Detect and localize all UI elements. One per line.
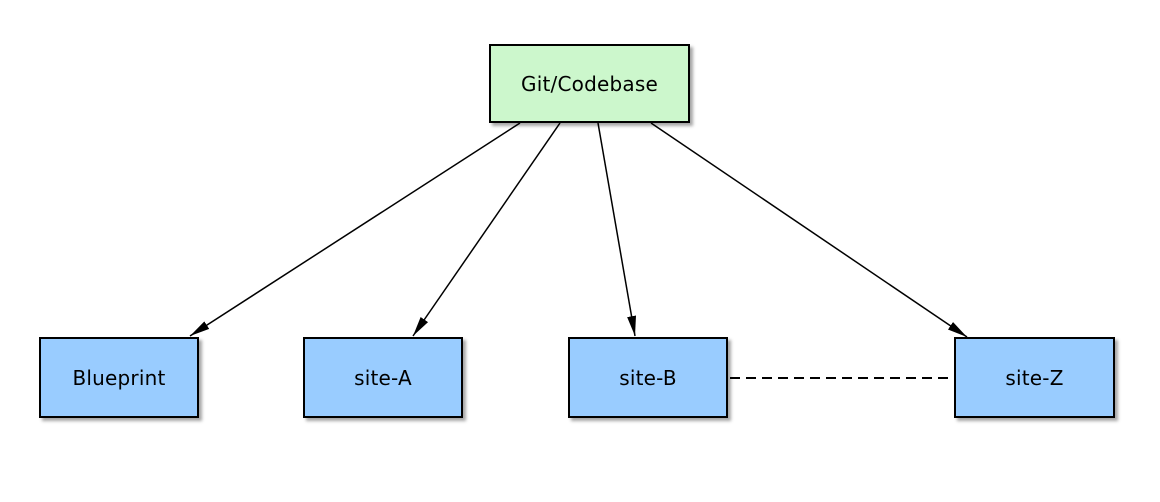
node-site-a: site-A bbox=[303, 337, 463, 418]
node-site-b: site-B bbox=[568, 337, 728, 418]
edge-git-to-site-a bbox=[412, 122, 561, 337]
edge-git-to-blueprint bbox=[189, 122, 521, 337]
edge-git-to-site-b bbox=[597, 122, 637, 337]
node-site-z: site-Z bbox=[954, 337, 1115, 418]
node-blueprint: Blueprint bbox=[39, 337, 199, 418]
edge-git-to-site-z bbox=[650, 122, 968, 338]
node-git-codebase: Git/Codebase bbox=[489, 44, 690, 123]
